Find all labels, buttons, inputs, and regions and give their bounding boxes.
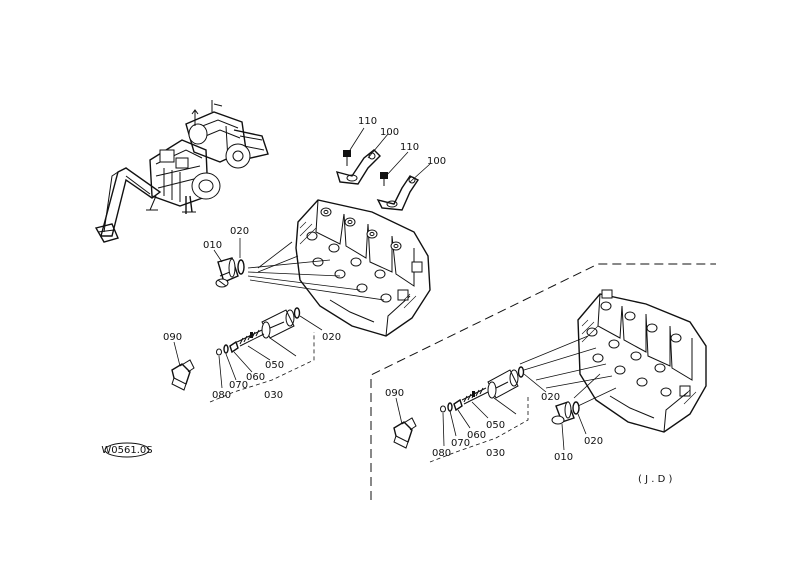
callout-050-right: 050 (486, 420, 505, 431)
callout-070-right: 070 (451, 438, 470, 449)
control-valve-left (295, 199, 431, 337)
variant-boundary (370, 263, 716, 500)
callout-020-right-b: 020 (584, 436, 603, 447)
o-ring-020-right (572, 401, 580, 415)
control-valve-right (577, 289, 707, 433)
callout-010-right: 010 (554, 452, 573, 463)
ball-080-left (216, 348, 222, 356)
elbow-fitting-090-left (171, 359, 195, 391)
callout-090-left: 090 (163, 332, 182, 343)
callout-020-left-a: 020 (230, 226, 249, 237)
callout-060-left: 060 (246, 372, 265, 383)
spring-050-right (461, 387, 489, 405)
plug-030-right (487, 369, 519, 399)
callout-030-right: 030 (486, 448, 505, 459)
callout-110-top: 110 (358, 116, 377, 127)
plug-030-left (261, 309, 295, 339)
callout-010-left: 010 (203, 240, 222, 251)
ball-080-right (440, 405, 446, 413)
washer-070-left (223, 344, 229, 354)
callout-080-left: 080 (212, 390, 231, 401)
callout-020-left-b: 020 (322, 332, 341, 343)
callout-100-mid: 100 (427, 156, 446, 167)
spring-050-left (236, 329, 265, 347)
callout-080-right: 080 (432, 448, 451, 459)
logo-text: W0561.0S (101, 445, 152, 456)
variant-label: ( J . D ) (638, 474, 672, 485)
lever-bracket-group-1 (335, 149, 381, 185)
manufacturer-logo: W0561.0S (101, 442, 153, 458)
callout-030-left: 030 (264, 390, 283, 401)
relief-fitting-010-right (551, 401, 575, 425)
relief-fitting-010-left (215, 257, 239, 288)
callout-090-right: 090 (385, 388, 404, 399)
elbow-fitting-090-right (393, 417, 417, 449)
lever-bracket-group-2 (376, 172, 420, 211)
callout-100-top: 100 (380, 127, 399, 138)
callout-050-left: 050 (265, 360, 284, 371)
o-ring-020-left-b (293, 307, 301, 319)
callout-110-mid: 110 (400, 142, 419, 153)
washer-070-right (447, 402, 453, 412)
poppet-060-left (229, 340, 239, 354)
o-ring-020-right-b (517, 366, 525, 378)
callout-070-left: 070 (229, 380, 248, 391)
callout-060-right: 060 (467, 430, 486, 441)
o-ring-020-left (237, 259, 245, 275)
backhoe-machine-illustration (94, 100, 269, 243)
poppet-060-right (453, 398, 463, 412)
callout-020-right-a: 020 (541, 392, 560, 403)
